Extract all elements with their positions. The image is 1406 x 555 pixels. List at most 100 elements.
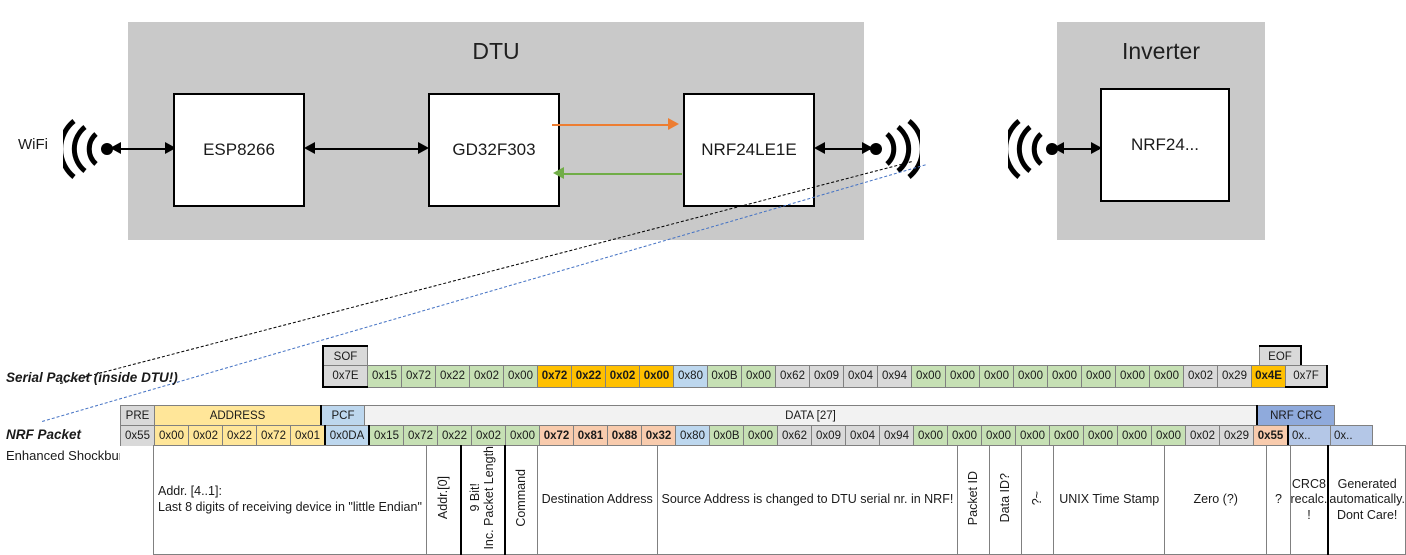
nrf-address-byte-4: 0x01 [290, 425, 326, 447]
chip-nrf24le1e-label: NRF24LE1E [701, 140, 797, 159]
nrf-packet-description-table: Addr. [4..1]:Last 8 digits of receiving … [120, 444, 1406, 555]
nrf-byte-10: 0x0B [709, 425, 744, 447]
serial-byte-5: 0x72 [537, 365, 572, 388]
nrf-byte-26: 0x55 [1253, 425, 1289, 447]
serial-byte-25: 0x29 [1217, 365, 1252, 388]
nrf-byte-8: 0x32 [641, 425, 676, 447]
nrf-byte-11: 0x00 [743, 425, 778, 447]
serial-sof-header: SOF [322, 345, 368, 368]
serial-byte-14: 0x04 [843, 365, 878, 388]
desc-command-text: Command [513, 468, 528, 527]
inverter-antenna-arrow-right [1091, 142, 1102, 154]
serial-byte-18: 0x00 [979, 365, 1014, 388]
desc-data-id-text: Data ID? [997, 473, 1012, 523]
chip-esp8266: ESP8266 [173, 93, 305, 207]
nrf-byte-25: 0x29 [1219, 425, 1254, 447]
desc-address-text: Addr. [4..1]:Last 8 digits of receiving … [158, 484, 422, 515]
nrf-byte-18: 0x00 [981, 425, 1016, 447]
serial-byte-0: 0x15 [367, 365, 402, 388]
nrf-byte-7: 0x88 [607, 425, 642, 447]
serial-byte-16: 0x00 [911, 365, 946, 388]
serial-byte-1: 0x72 [401, 365, 436, 388]
desc-pre-empty [120, 445, 154, 555]
desc-question-text: ? [1274, 492, 1282, 507]
desc-addr0: Addr.[0] [425, 444, 462, 555]
desc-source-text: Source Address is changed to DTU serial … [661, 492, 954, 507]
nrf-address-header: ADDRESS [154, 405, 322, 427]
serial-byte-6: 0x22 [571, 365, 606, 388]
nrf-antenna-arrow-right [862, 142, 873, 154]
nrf-crc-header: NRF CRC [1256, 405, 1335, 427]
nrf-crc-value-0: 0x.. [1287, 425, 1331, 447]
nrf-byte-17: 0x00 [947, 425, 982, 447]
desc-destination: Destination Address [536, 444, 658, 555]
chip-esp8266-label: ESP8266 [203, 140, 275, 159]
serial-byte-2: 0x22 [435, 365, 470, 388]
nrf-antenna-link [820, 148, 870, 150]
nrf-byte-4: 0x00 [505, 425, 540, 447]
inverter-antenna-arrow-left [1053, 142, 1064, 154]
nrf-packet-sublabel: Enhanced Shockburst [6, 448, 134, 463]
desc-tilde-text: ?~ [1029, 490, 1044, 505]
nrf-pcf-header: PCF [320, 405, 365, 427]
nrf-byte-20: 0x00 [1049, 425, 1084, 447]
nrf-pre-value: 0x55 [120, 425, 155, 447]
serial-byte-21: 0x00 [1081, 365, 1116, 388]
desc-command: Command [503, 444, 538, 555]
serial-byte-12: 0x62 [775, 365, 810, 388]
desc-unix-text: UNIX Time Stamp [1059, 492, 1160, 507]
wifi-label: WiFi [18, 136, 48, 153]
serial-byte-3: 0x02 [469, 365, 504, 388]
serial-byte-20: 0x00 [1047, 365, 1082, 388]
nrf-packet-label: NRF Packet [6, 427, 82, 442]
nrf-antenna-arrow-left [814, 142, 825, 154]
serial-byte-4: 0x00 [503, 365, 538, 388]
nrf-byte-2: 0x22 [437, 425, 472, 447]
desc-addr0-text: Addr.[0] [435, 476, 450, 520]
nrf-address-byte-3: 0x72 [256, 425, 291, 447]
serial-byte-24: 0x02 [1183, 365, 1218, 388]
serial-byte-13: 0x09 [809, 365, 844, 388]
desc-zero: Zero (?) [1164, 444, 1268, 555]
wifi-esp-arrow-left [110, 142, 121, 154]
gd32-nrf-tx-line [552, 124, 670, 126]
serial-byte-8: 0x00 [639, 365, 674, 388]
serial-sof-value: 0x7E [322, 365, 368, 388]
nrf-byte-12: 0x62 [777, 425, 812, 447]
serial-packet-label: Serial Packet (inside DTU!) [6, 370, 178, 385]
desc-question: ? [1266, 444, 1291, 555]
serial-eof-value: 0x7F [1285, 365, 1328, 388]
nrf-byte-0: 0x15 [368, 425, 404, 447]
nrf-data-header: DATA [27] [364, 405, 1258, 427]
serial-byte-23: 0x00 [1149, 365, 1184, 388]
nrf-pcf-value: 0x0DA [324, 425, 370, 447]
desc-destination-text: Destination Address [541, 492, 653, 507]
nrf-byte-9: 0x80 [675, 425, 710, 447]
nrf-pre-header: PRE [120, 405, 155, 427]
serial-byte-7: 0x02 [605, 365, 640, 388]
desc-source: Source Address is changed to DTU serial … [656, 444, 959, 555]
nrf-byte-3: 0x02 [471, 425, 506, 447]
nrf-byte-16: 0x00 [913, 425, 948, 447]
chip-nrf24le1e: NRF24LE1E [683, 93, 815, 207]
nrf-byte-13: 0x09 [811, 425, 846, 447]
nrf-byte-21: 0x00 [1083, 425, 1118, 447]
nrf-crc-value-1: 0x.. [1330, 425, 1373, 447]
nrf-gd32-rx-line [564, 173, 682, 175]
serial-byte-15: 0x94 [877, 365, 912, 388]
serial-byte-19: 0x00 [1013, 365, 1048, 388]
serial-packet-header-row: SOF EOF [322, 345, 1302, 368]
desc-pcf-text: 9 Bit!Inc. Packet Length [468, 446, 496, 550]
inverter-title: Inverter [1122, 38, 1200, 64]
desc-zero-text: Zero (?) [1193, 492, 1238, 507]
chip-nrf24: NRF24... [1100, 88, 1230, 202]
serial-byte-26: 0x4E [1251, 365, 1286, 388]
nrf-byte-22: 0x00 [1117, 425, 1152, 447]
desc-packet-id: Packet ID [957, 444, 991, 555]
nrf-address-byte-1: 0x02 [188, 425, 223, 447]
